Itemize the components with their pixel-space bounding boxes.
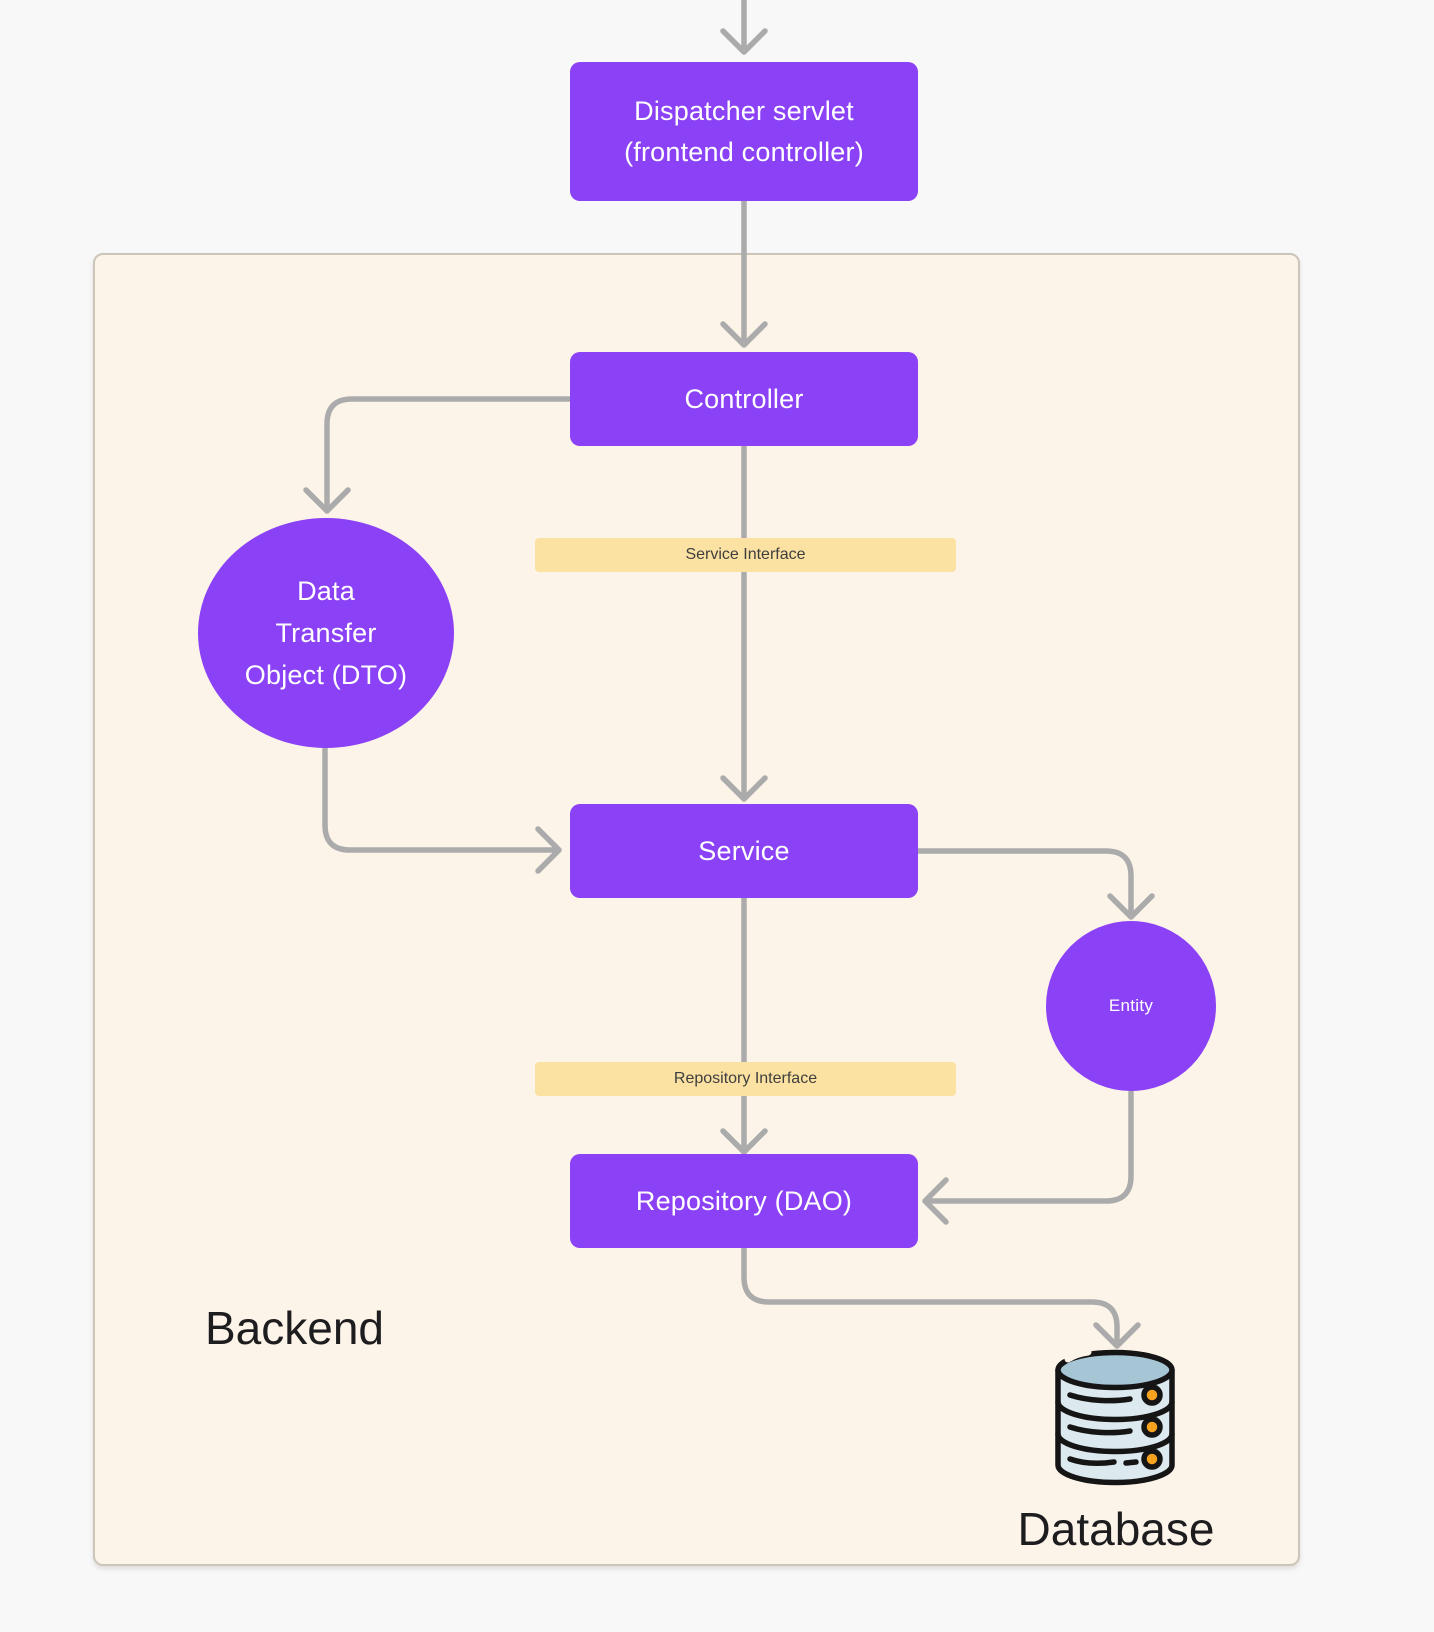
service-interface-band: Service Interface <box>535 538 956 572</box>
service-interface-label: Service Interface <box>685 546 806 563</box>
repository-label: Repository (DAO) <box>635 1185 853 1216</box>
arrow-into-dispatcher <box>720 0 768 55</box>
dispatcher-label-line1: Dispatcher servlet <box>634 95 854 126</box>
node-controller: Controller <box>570 352 918 446</box>
database-label: Database <box>1017 1503 1215 1555</box>
node-entity: Entity <box>1046 921 1216 1091</box>
service-label: Service <box>698 835 790 866</box>
controller-label: Controller <box>684 383 804 414</box>
dto-label-line2: Transfer <box>275 618 377 648</box>
backend-label: Backend <box>205 1302 385 1354</box>
node-repository: Repository (DAO) <box>570 1154 918 1248</box>
repository-interface-band: Repository Interface <box>535 1062 956 1096</box>
repository-interface-label: Repository Interface <box>673 1070 818 1087</box>
dto-label-line1: Data <box>297 576 355 606</box>
entity-label: Entity <box>1108 996 1154 1015</box>
dispatcher-label-line2: (frontend controller) <box>624 136 864 167</box>
database-icon <box>1055 1348 1175 1486</box>
dto-label-line3: Object (DTO) <box>244 660 408 690</box>
node-service: Service <box>570 804 918 898</box>
node-dto: Data Transfer Object (DTO) <box>198 518 454 748</box>
node-dispatcher-servlet: Dispatcher servlet (frontend controller) <box>570 62 918 201</box>
